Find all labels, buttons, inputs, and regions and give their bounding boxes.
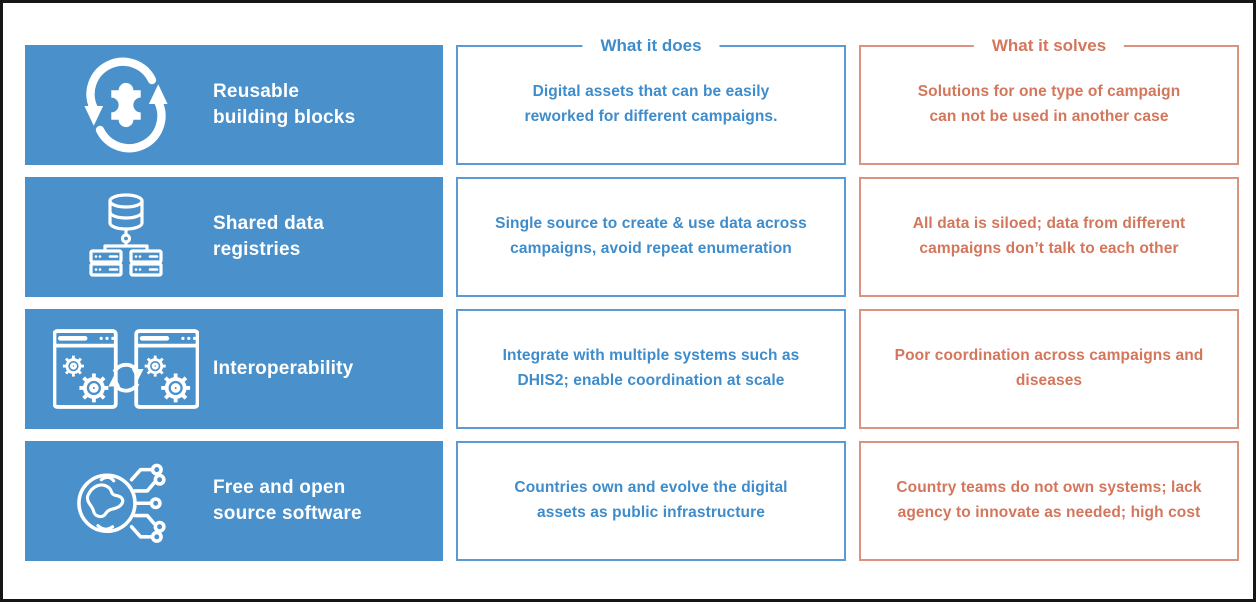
solves-text: Poor coordination across campaigns and d… <box>894 347 1204 389</box>
feature-label-box-shared-data: Shared data registries <box>25 177 443 297</box>
solves-box-reusable: What it solves Solutions for one type of… <box>859 36 1239 165</box>
feature-label: Interoperability <box>213 358 354 380</box>
solves-text: Solutions for one type of campaign can n… <box>917 83 1181 125</box>
does-column-header: What it does <box>582 36 720 57</box>
interoperability-gears-icon <box>51 328 201 410</box>
open-source-globe-icon <box>51 445 201 557</box>
solves-box-open-source: Country teams do not own systems; lack a… <box>859 441 1239 561</box>
solves-box-shared-data: All data is siloed; data from different … <box>859 177 1239 297</box>
solves-text: Country teams do not own systems; lack a… <box>896 479 1202 521</box>
feature-label: Reusable building blocks <box>213 81 356 128</box>
does-text: Integrate with multiple systems such as … <box>502 347 800 389</box>
solves-column-header: What it solves <box>973 36 1125 57</box>
reuse-puzzle-icon <box>51 53 201 157</box>
shared-data-registry-icon <box>51 185 201 289</box>
does-text: Digital assets that can be easily rework… <box>524 83 778 125</box>
does-text: Countries own and evolve the digital ass… <box>514 479 788 521</box>
feature-label: Shared data registries <box>213 213 324 260</box>
does-box-open-source: Countries own and evolve the digital ass… <box>456 441 846 561</box>
feature-label-box-open-source: Free and open source software <box>25 441 443 561</box>
does-box-interoperability: Integrate with multiple systems such as … <box>456 309 846 429</box>
does-text: Single source to create & use data acros… <box>495 215 807 257</box>
feature-label-box-interoperability: Interoperability <box>25 309 443 429</box>
feature-grid: Reusable building blocks What it does Di… <box>25 36 1239 561</box>
solves-text: All data is siloed; data from different … <box>912 215 1186 257</box>
does-box-reusable: What it does Digital assets that can be … <box>456 36 846 165</box>
feature-label-box-reusable: Reusable building blocks <box>25 45 443 165</box>
feature-label: Free and open source software <box>213 477 362 524</box>
does-box-shared-data: Single source to create & use data acros… <box>456 177 846 297</box>
solves-box-interoperability: Poor coordination across campaigns and d… <box>859 309 1239 429</box>
